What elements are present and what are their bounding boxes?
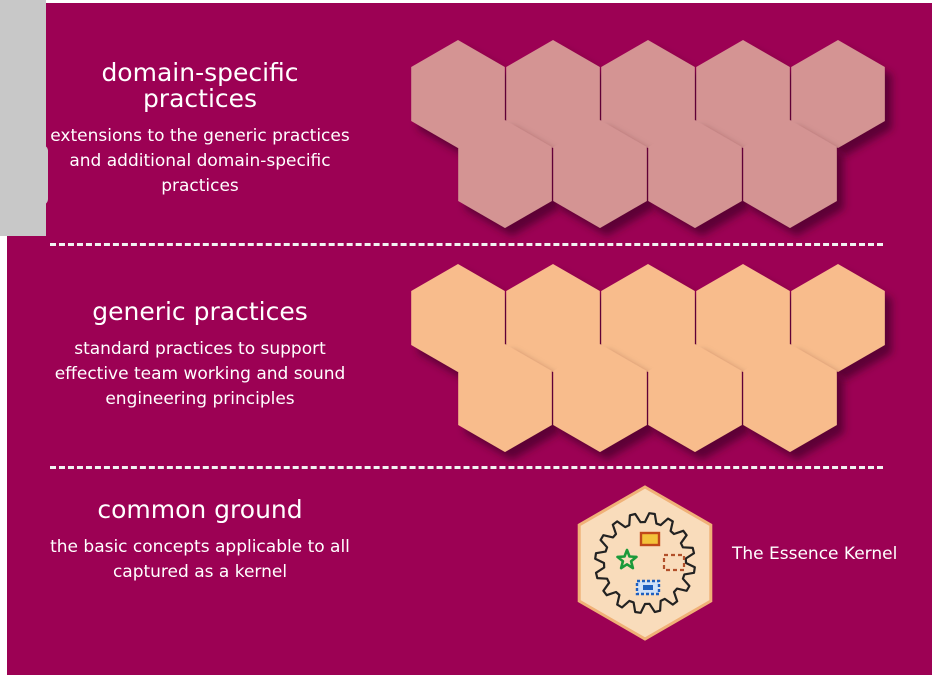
generic-practice-hexagons (411, 264, 885, 452)
star-icon (616, 548, 638, 570)
dashed-rectangle-icon (662, 553, 686, 572)
domain-practice-hexagons (411, 40, 885, 228)
generic-practice-hexagon-7 (553, 344, 647, 452)
generic-practice-hexagon-4 (696, 264, 790, 372)
gear-icon (594, 512, 696, 614)
domain-practice-hexagon-6 (458, 120, 552, 228)
essence-kernel-hexagon (577, 485, 713, 641)
generic-practice-hexagon-8 (648, 344, 742, 452)
domain-practice-hexagon-8 (648, 120, 742, 228)
domain-practice-hexagon-2 (506, 40, 600, 148)
domain-practice-hexagon-4 (696, 40, 790, 148)
common-ground-text: common ground the basic concepts applica… (50, 497, 350, 585)
generic-practices-text: generic practices standard practices to … (50, 299, 350, 412)
domain-practices-title: domain-specific practices (101, 58, 299, 113)
domain-practices-text: domain-specific practices extensions to … (50, 60, 350, 199)
generic-practice-hexagon-6 (458, 344, 552, 452)
generic-practice-hexagon-1 (411, 264, 505, 372)
generic-practice-hexagon-2 (506, 264, 600, 372)
kernel-hexagon-shape (577, 485, 713, 641)
domain-practices-description: extensions to the generic practices and … (50, 126, 350, 196)
generic-practice-hexagon-9 (743, 344, 837, 452)
common-ground-title: common ground (97, 495, 303, 524)
domain-practice-hexagon-9 (743, 120, 837, 228)
generic-practices-description: standard practices to support effective … (54, 339, 346, 409)
rectangle-icon (639, 531, 661, 547)
divider-bottom (50, 466, 883, 469)
generic-practices-title: generic practices (92, 297, 308, 326)
domain-practice-hexagon-3 (601, 40, 695, 148)
side-tab-notch (0, 145, 48, 205)
common-ground-description: the basic concepts applicable to all cap… (50, 537, 350, 582)
divider-top (50, 243, 883, 246)
domain-practice-hexagon-1 (411, 40, 505, 148)
generic-practice-hexagon-3 (601, 264, 695, 372)
generic-practice-hexagon-5 (791, 264, 885, 372)
dotted-rectangle-icon (635, 579, 661, 596)
domain-practice-hexagon-7 (553, 120, 647, 228)
kernel-label: The Essence Kernel (732, 544, 898, 564)
domain-practice-hexagon-5 (791, 40, 885, 148)
